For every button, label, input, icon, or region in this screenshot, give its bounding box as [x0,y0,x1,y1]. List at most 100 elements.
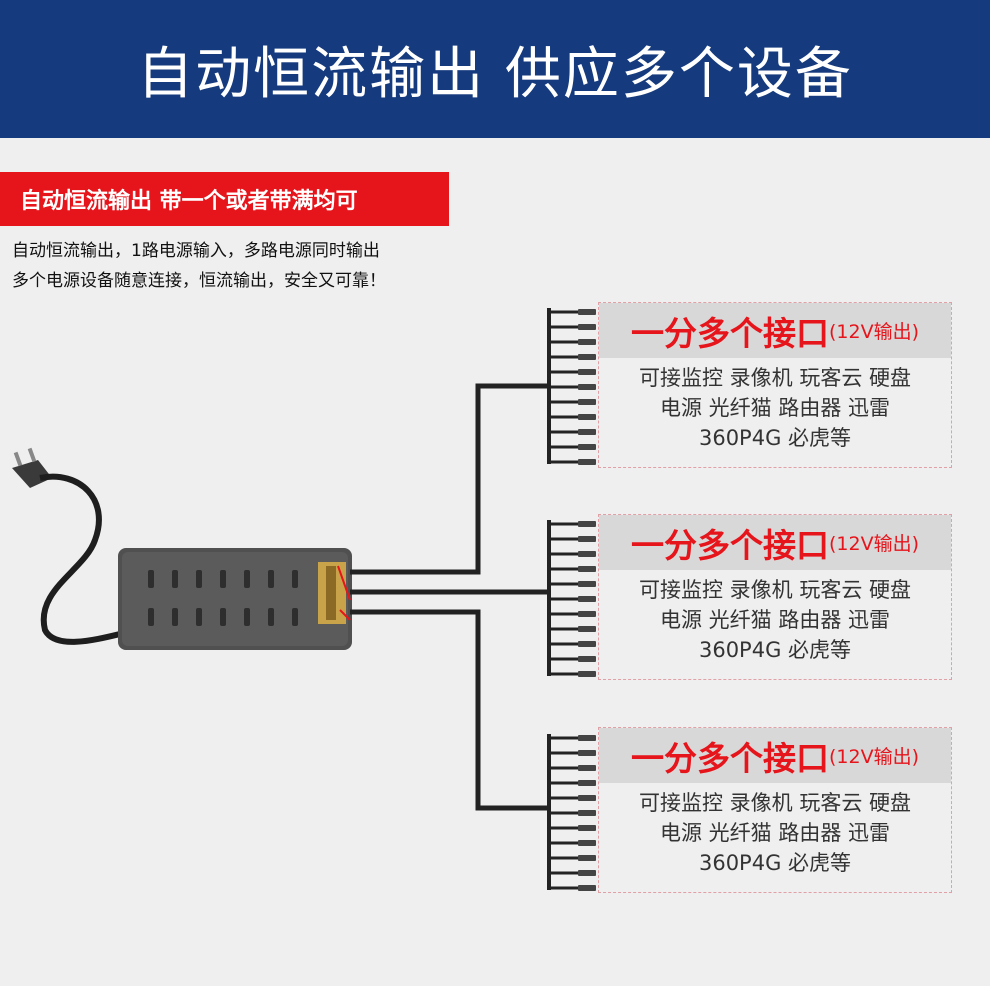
power-adapter-icon [118,548,352,650]
card-line-1: 可接监控 录像机 玩客云 硬盘 [638,366,912,390]
splitter-lead [549,736,579,740]
splitter-lead [549,537,579,541]
splitter-lead [549,385,579,389]
dc-plug-icon [578,825,596,831]
card-title: 一分多个接口 (12V输出) [599,515,951,570]
splitter-lead [549,325,579,329]
splitter-card-3: 一分多个接口 (12V输出) 可接监控 录像机 玩客云 硬盘 电源 光纤猫 路由… [598,727,952,893]
splitter-lead [549,582,579,586]
dc-plug-icon [578,354,596,360]
card-body: 可接监控 录像机 玩客云 硬盘 电源 光纤猫 路由器 迅雷 360P4G 必虎等 [599,575,951,665]
splitter-lead [549,871,579,875]
splitter-lead [549,826,579,830]
splitter-lead [549,766,579,770]
card-title-main: 一分多个接口 [631,313,829,353]
power-plug-icon [12,447,121,645]
description-line-1: 自动恒流输出，1路电源输入，多路电源同时输出 [12,241,380,261]
dc-plug-icon [578,551,596,557]
dc-plug-icon [578,521,596,527]
card-title: 一分多个接口 (12V输出) [599,303,951,358]
card-line-2: 电源 光纤猫 路由器 迅雷 [659,821,891,845]
dc-plug-icon [578,536,596,542]
dc-plug-icon [578,399,596,405]
dc-plug-icon [578,855,596,861]
dc-plug-icon [578,324,596,330]
card-line-3: 360P4G 必虎等 [698,851,852,875]
splitter-lead [549,415,579,419]
splitter-lead [549,460,579,464]
splitter-lead [549,781,579,785]
dc-plug-icon [578,369,596,375]
splitter-lead [549,856,579,860]
dc-plug-icon [578,581,596,587]
splitter-lead [549,370,579,374]
card-line-1: 可接监控 录像机 玩客云 硬盘 [638,578,912,602]
card-title-voltage: (12V输出) [829,533,919,555]
card-line-3: 360P4G 必虎等 [698,638,852,662]
card-title-main: 一分多个接口 [631,738,829,778]
card-body: 可接监控 录像机 玩客云 硬盘 电源 光纤猫 路由器 迅雷 360P4G 必虎等 [599,363,951,453]
dc-plug-icon [578,870,596,876]
description: 自动恒流输出，1路电源输入，多路电源同时输出 多个电源设备随意连接，恒流输出，安… [12,236,452,296]
card-body: 可接监控 录像机 玩客云 硬盘 电源 光纤猫 路由器 迅雷 360P4G 必虎等 [599,788,951,878]
dc-plug-icon [578,384,596,390]
dc-plug-icon [578,459,596,465]
splitter-lead [549,400,579,404]
card-line-2: 电源 光纤猫 路由器 迅雷 [659,608,891,632]
splitter-lead [549,310,579,314]
splitter-lead [549,567,579,571]
dc-plug-icon [578,309,596,315]
dc-plug-icon [578,671,596,677]
card-title: 一分多个接口 (12V输出) [599,728,951,783]
splitter-card-2: 一分多个接口 (12V输出) 可接监控 录像机 玩客云 硬盘 电源 光纤猫 路由… [598,514,952,680]
splitter-fans [547,308,596,891]
card-line-2: 电源 光纤猫 路由器 迅雷 [659,396,891,420]
dc-plug-icon [578,656,596,662]
card-title-main: 一分多个接口 [631,525,829,565]
dc-plug-icon [578,429,596,435]
dc-plug-icon [578,641,596,647]
dc-plug-icon [578,339,596,345]
card-line-3: 360P4G 必虎等 [698,426,852,450]
splitter-lead [549,642,579,646]
splitter-lead [549,445,579,449]
splitter-lead [549,355,579,359]
card-title-voltage: (12V输出) [829,321,919,343]
description-line-2: 多个电源设备随意连接，恒流输出，安全又可靠！ [12,271,386,291]
dc-plug-icon [578,750,596,756]
splitter-lead [549,612,579,616]
splitter-card-1: 一分多个接口 (12V输出) 可接监控 录像机 玩客云 硬盘 电源 光纤猫 路由… [598,302,952,468]
dc-plug-icon [578,840,596,846]
dc-plug-icon [578,795,596,801]
dc-plug-icon [578,626,596,632]
dc-plug-icon [578,780,596,786]
dc-plug-icon [578,596,596,602]
page-title: 自动恒流输出 供应多个设备 [137,41,853,107]
dc-plug-icon [578,810,596,816]
feature-ribbon: 自动恒流输出 带一个或者带满均可 [0,172,449,226]
output-cables [350,383,550,811]
splitter-lead [549,657,579,661]
splitter-lead [549,430,579,434]
splitter-lead [549,886,579,890]
dc-plug-icon [578,735,596,741]
splitter-lead [549,522,579,526]
splitter-lead [549,672,579,676]
splitter-lead [549,597,579,601]
card-line-1: 可接监控 录像机 玩客云 硬盘 [638,791,912,815]
dc-plug-icon [578,611,596,617]
splitter-lead [549,811,579,815]
splitter-lead [549,627,579,631]
dc-plug-icon [578,765,596,771]
splitter-lead [549,340,579,344]
card-title-voltage: (12V输出) [829,746,919,768]
dc-plug-icon [578,885,596,891]
dc-plug-icon [578,414,596,420]
page-header: 自动恒流输出 供应多个设备 [0,0,990,138]
dc-plug-icon [578,444,596,450]
splitter-lead [549,796,579,800]
dc-plug-icon [578,566,596,572]
splitter-lead [549,751,579,755]
splitter-lead [549,552,579,556]
